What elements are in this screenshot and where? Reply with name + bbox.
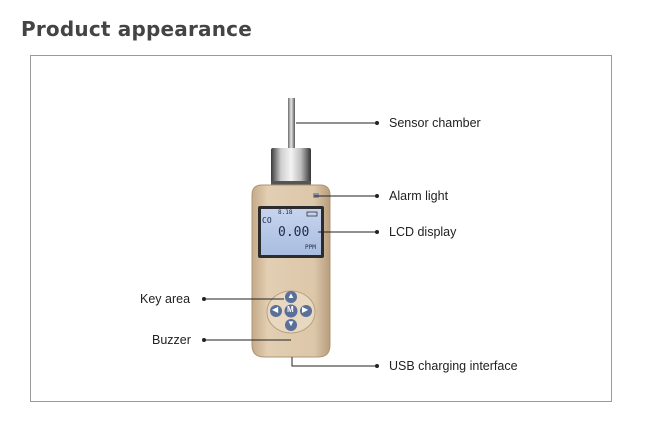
callout-sensor-chamber: Sensor chamber [389,116,481,130]
key-left-icon[interactable]: ◀ [272,305,278,314]
callout-lcd-display: LCD display [389,225,456,239]
key-menu-button[interactable]: M [287,305,294,314]
key-down-icon[interactable]: ▼ [287,319,295,328]
lcd-gas-label: CO [262,216,272,225]
sensor-rod [288,98,295,150]
callout-buzzer: Buzzer [152,333,191,347]
callout-key-area: Key area [140,292,190,306]
lcd-unit: PPM [305,244,316,251]
callout-alarm-light: Alarm light [389,189,448,203]
key-right-icon[interactable]: ▶ [302,305,308,314]
callout-usb-charging: USB charging interface [389,359,518,373]
lcd-reading: 0.00 [278,225,309,240]
lcd-top-text: 8.18 [278,209,292,216]
sensor-chamber [271,148,311,184]
key-up-icon[interactable]: ▲ [287,291,295,300]
